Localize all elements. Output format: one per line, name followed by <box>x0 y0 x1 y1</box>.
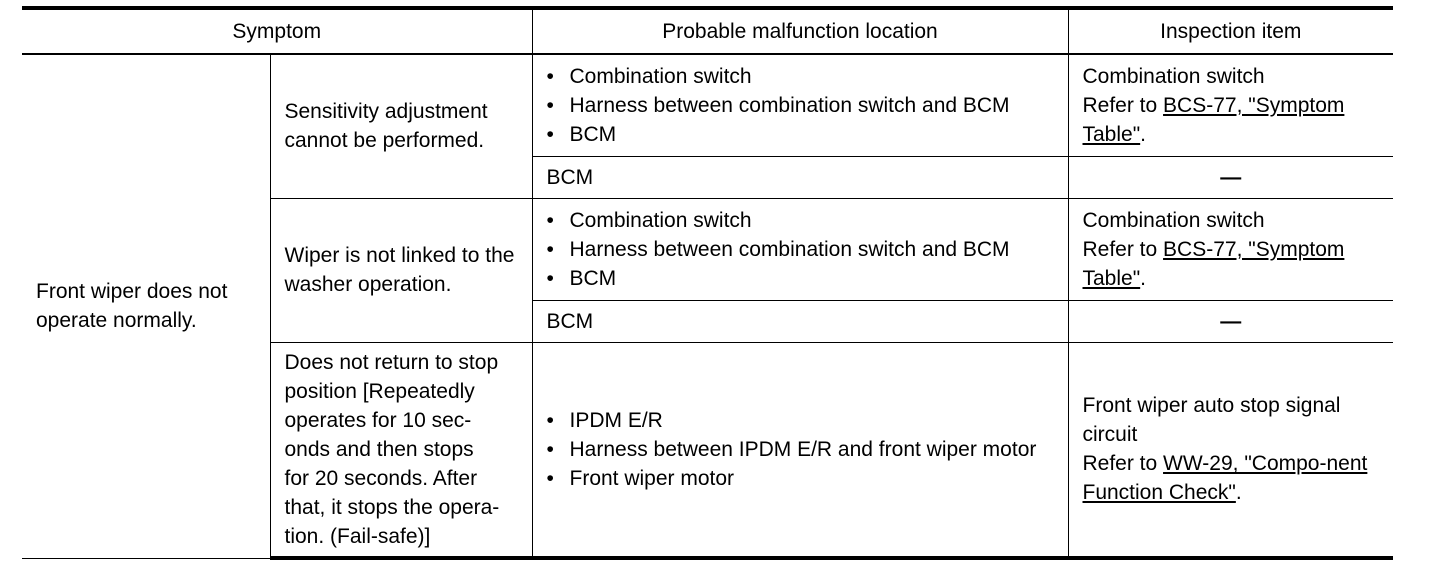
location-cell: Combination switch Harness between combi… <box>531 197 1069 301</box>
location-item: Harness between combination switch and B… <box>547 235 1054 264</box>
location-cell: IPDM E/R Harness between IPDM E/R and fr… <box>531 341 1069 560</box>
location-text: BCM <box>546 165 594 189</box>
location-item: Combination switch <box>547 206 1054 235</box>
location-list: Combination switch Harness between combi… <box>547 206 1054 293</box>
refer-suffix: . <box>1235 481 1242 505</box>
refer-prefix: Refer to <box>1082 237 1164 261</box>
sub-symptom-text: Wiper is not linked to the washer operat… <box>284 244 515 296</box>
table-row: Front wiper does not operate normally. S… <box>22 53 1393 559</box>
reference-link[interactable]: WW-29, "Compo-nent Function Check" <box>1082 452 1368 505</box>
location-item: Front wiper motor <box>547 464 1054 493</box>
inspection-item: Combination switch <box>1082 208 1265 232</box>
header-location: Probable malfunction location <box>531 6 1069 55</box>
location-text: BCM <box>546 309 594 333</box>
location-item: Harness between IPDM E/R and front wiper… <box>547 435 1054 464</box>
sub-symptom-text: Sensitivity adjustment cannot be perform… <box>284 100 488 153</box>
symptom-main-text: Front wiper does not operate normally. <box>36 280 228 333</box>
location-item: Harness between combination switch and B… <box>547 91 1054 120</box>
sub-symptom-line: that, it stops the opera- <box>284 495 500 519</box>
sub-symptom-cell: Does not return to stop position [Repeat… <box>270 341 533 560</box>
reference-link[interactable]: BCS-77, "Symptom Table" <box>1082 93 1345 146</box>
sub-symptom-cell: Sensitivity adjustment cannot be perform… <box>269 53 533 199</box>
refer-suffix: . <box>1140 266 1147 290</box>
sub-symptom-line: position [Repeatedly <box>284 379 475 403</box>
location-list: Combination switch Harness between combi… <box>547 62 1054 149</box>
inspection-item-line: circuit <box>1082 423 1138 447</box>
location-cell: Combination switch Harness between combi… <box>531 53 1069 157</box>
symptom-table: Symptom Probable malfunction location In… <box>22 6 1393 560</box>
reference-link[interactable]: BCS-77, "Symptom Table" <box>1082 237 1345 290</box>
location-item: IPDM E/R <box>547 406 1054 435</box>
sub-symptom-line: onds and then stops <box>284 437 474 461</box>
inspection-cell: Combination switch Refer to BCS-77, "Sym… <box>1067 53 1393 157</box>
sub-symptom-line: Does not return to stop <box>284 350 499 374</box>
refer-suffix: . <box>1140 122 1147 146</box>
sub-symptom-cell: Wiper is not linked to the washer operat… <box>270 197 533 343</box>
location-item: BCM <box>547 120 1054 149</box>
location-item: Combination switch <box>547 62 1054 91</box>
symptom-main-cell: Front wiper does not operate normally. <box>22 53 271 559</box>
inspection-dash: — <box>1067 155 1393 199</box>
header-symptom: Symptom <box>22 6 533 55</box>
inspection-dash: — <box>1067 299 1393 343</box>
sub-symptom-line: for 20 seconds. After <box>284 466 478 490</box>
location-list: IPDM E/R Harness between IPDM E/R and fr… <box>547 406 1054 493</box>
sub-symptom-line: tion. (Fail-safe)] <box>284 524 431 548</box>
refer-prefix: Refer to <box>1082 452 1164 476</box>
inspection-cell: Combination switch Refer to BCS-77, "Sym… <box>1067 197 1393 301</box>
inspection-item-line: Front wiper auto stop signal <box>1082 394 1341 418</box>
table-row: BCM — <box>22 155 1393 199</box>
refer-prefix: Refer to <box>1082 93 1164 117</box>
inspection-item: Combination switch <box>1082 64 1265 88</box>
location-cell: BCM <box>532 155 1069 199</box>
sub-symptom-line: operates for 10 sec- <box>284 408 472 432</box>
table-row: Does not return to stop position [Repeat… <box>22 341 1393 560</box>
inspection-cell: Front wiper auto stop signal circuit Ref… <box>1067 341 1393 560</box>
table-row: BCM — <box>22 299 1393 343</box>
header-row: Symptom Probable malfunction location In… <box>22 6 1393 55</box>
location-item: BCM <box>547 264 1054 293</box>
header-inspection: Inspection item <box>1067 6 1393 55</box>
location-cell: BCM <box>532 299 1069 343</box>
